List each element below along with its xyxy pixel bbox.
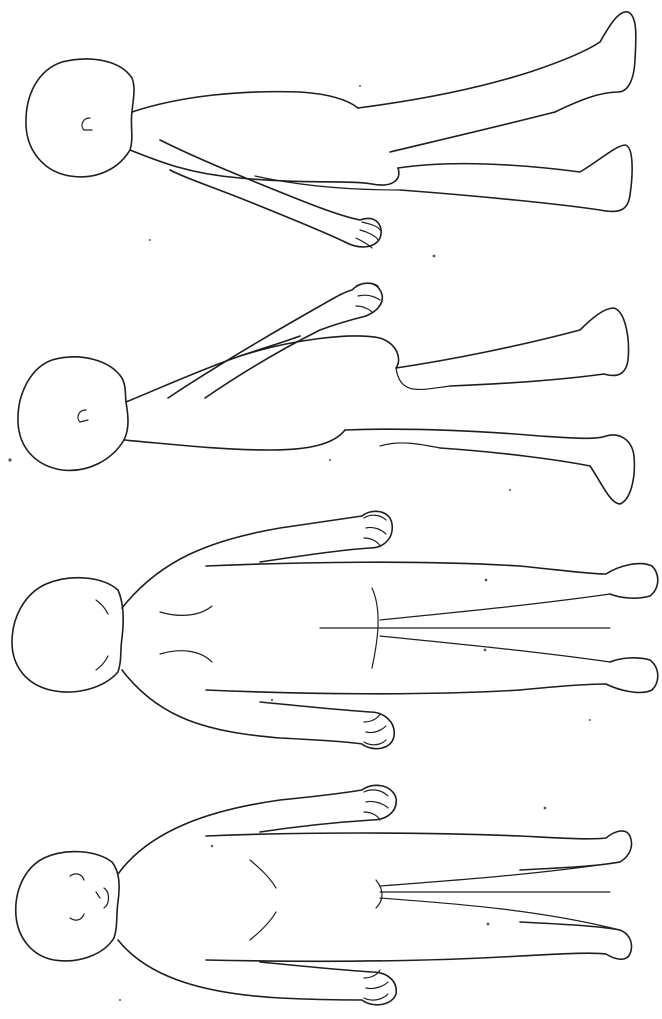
eye-right (70, 914, 84, 920)
inner-leg-line (396, 368, 450, 389)
ear-mark (82, 118, 92, 130)
leg-lower (520, 922, 632, 959)
head-outline (26, 59, 134, 177)
child-figure-back-view (12, 511, 658, 748)
crotch-line (380, 443, 440, 448)
head-outline (16, 852, 119, 961)
torso-side-lower (206, 690, 520, 694)
ear-mark-right (96, 656, 108, 670)
ear-mark (78, 410, 88, 422)
back-torso-line (132, 92, 358, 112)
leg-lower (520, 658, 658, 693)
hand-fingers (356, 222, 380, 248)
rear-line (240, 336, 399, 368)
arm-outline (168, 283, 382, 398)
groin-mark (376, 880, 382, 908)
arm-outline (160, 140, 381, 247)
chest-line-lower (250, 912, 276, 940)
belly-line (124, 430, 345, 450)
lower-leg (345, 429, 634, 504)
child-figure-side-view-2 (18, 283, 634, 504)
nose-mouth (96, 888, 109, 908)
back-leg-foot (555, 12, 636, 112)
inner-leg-line-upper (380, 594, 610, 620)
upper-leg (396, 308, 628, 386)
shoulder-blade-lower (160, 651, 212, 662)
leg-upper (520, 564, 658, 599)
ear-mark-left (96, 600, 108, 614)
hand-fingers-upper (364, 515, 386, 546)
front-leg (398, 145, 632, 211)
child-figure-side-view-1 (26, 12, 636, 248)
torso-side-upper (206, 562, 520, 566)
belly-line (130, 150, 399, 185)
leg-upper (520, 831, 632, 870)
hand-fingers-lower (364, 714, 386, 745)
head-outline (12, 578, 123, 692)
torso-side-upper (206, 833, 520, 836)
hand-fingers-upper (364, 790, 388, 820)
child-figure-front-view (16, 785, 632, 1004)
shoulder-arm-lower (118, 940, 396, 1005)
shoulder-arm-lower (122, 670, 394, 749)
torso-side-lower (206, 956, 520, 961)
eye-left (70, 874, 84, 880)
shoulder-arm-upper (122, 511, 392, 608)
chest-line-upper (250, 860, 276, 888)
inner-leg-line (390, 112, 555, 152)
crotch-line (255, 176, 400, 190)
shoulder-arm-upper (118, 785, 396, 874)
hand-fingers (356, 283, 380, 312)
head-outline (18, 357, 128, 471)
inner-leg-line-lower (380, 636, 610, 662)
shoulder-blade-upper (160, 606, 212, 615)
back-leg-upper (358, 42, 600, 108)
